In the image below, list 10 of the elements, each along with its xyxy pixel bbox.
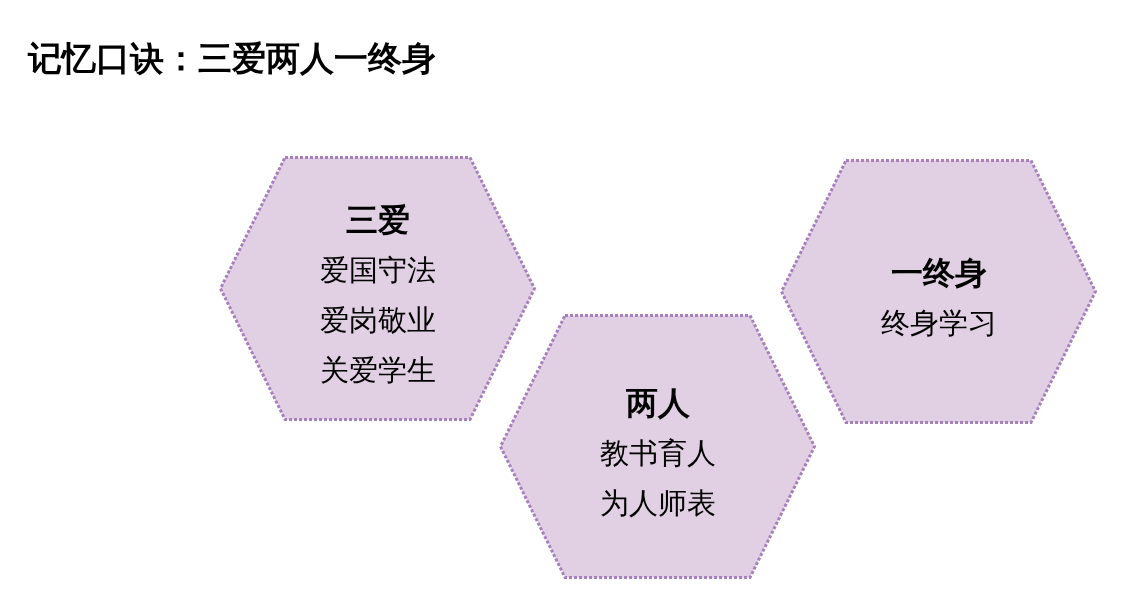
- heading: 两人: [625, 382, 690, 424]
- item-text: 终身学习: [880, 304, 997, 342]
- heading: 一终身: [890, 252, 987, 294]
- item-text: 爱岗敬业: [319, 301, 436, 339]
- item-text: 教书育人: [599, 434, 716, 472]
- item-text: 为人师表: [599, 484, 716, 522]
- item-text: 关爱学生: [319, 351, 436, 389]
- title: 记忆口诀：三爱两人一终身: [28, 37, 436, 80]
- heading: 三爱: [345, 199, 410, 241]
- item-text: 爱国守法: [319, 251, 436, 289]
